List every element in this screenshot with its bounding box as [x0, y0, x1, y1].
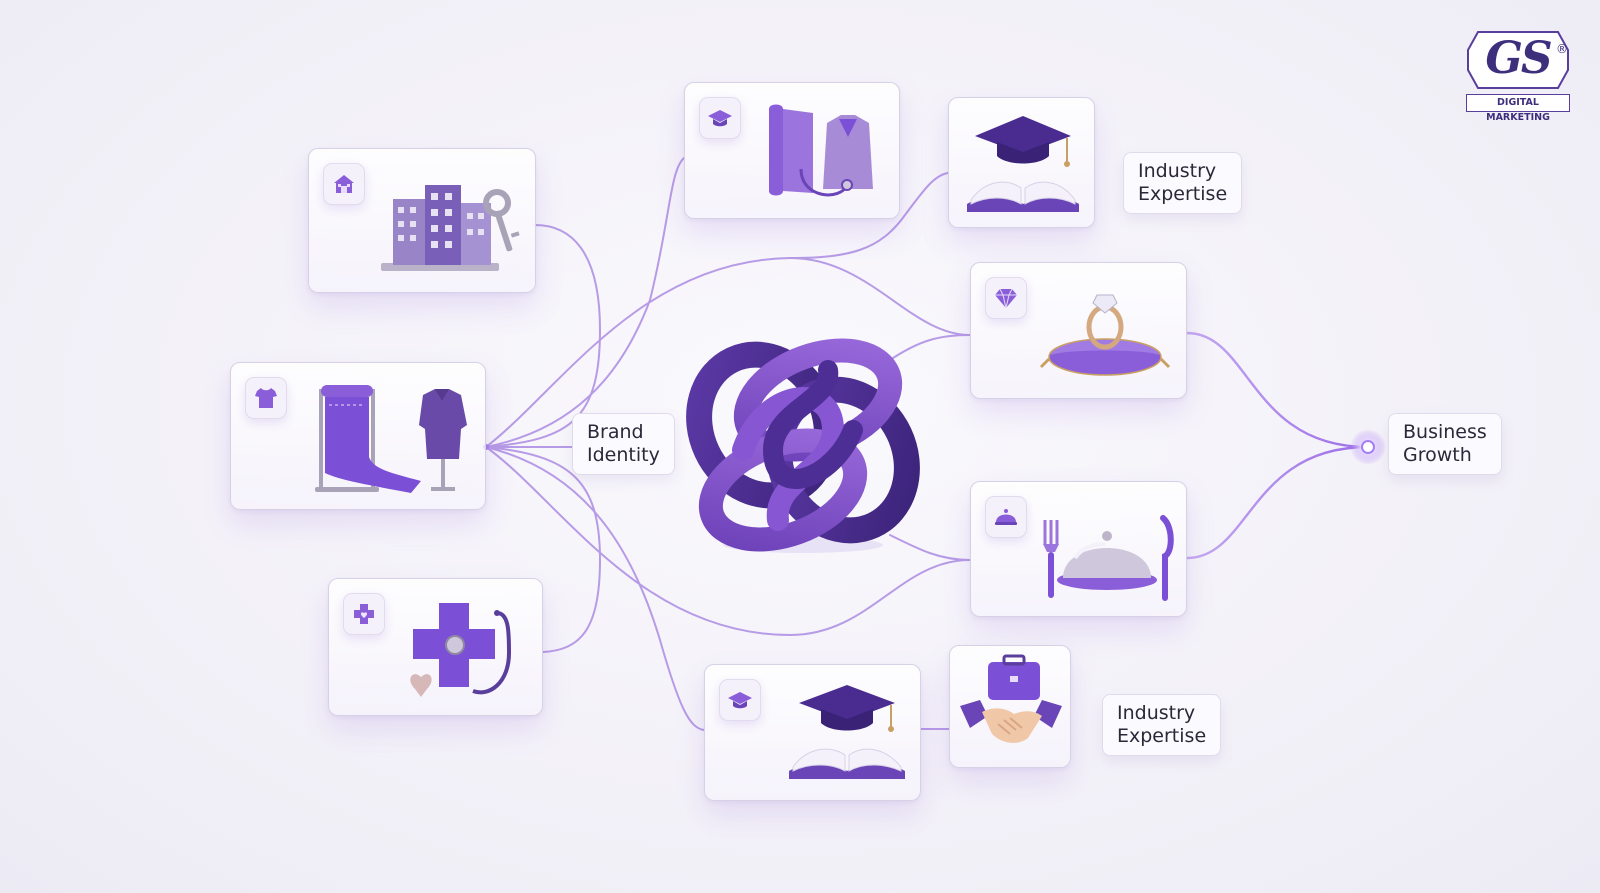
- card-healthcare: [328, 578, 543, 716]
- connector-top-card: [485, 157, 685, 448]
- cloche-icon: [995, 509, 1017, 525]
- card-education: [948, 97, 1095, 228]
- label-line-1: Business: [1403, 421, 1487, 443]
- label-industry-expertise-top: Industry Expertise: [1123, 152, 1243, 214]
- cloche-cutlery-icon: [1043, 515, 1174, 601]
- label-line-2: Growth: [1403, 444, 1472, 466]
- label-line-1: Industry: [1117, 702, 1196, 724]
- logo-tagline: DIGITAL MARKETING: [1466, 94, 1570, 123]
- card-real-estate: [308, 148, 536, 293]
- house-icon: [334, 175, 354, 193]
- label-line-1: Brand: [587, 421, 644, 443]
- connector-hospitality-growth: [1185, 445, 1370, 560]
- badge: [699, 97, 741, 139]
- logo-mark: GS: [1485, 33, 1552, 84]
- connector-arc-bottom: [485, 446, 971, 637]
- connector-bottom-card: [485, 446, 705, 731]
- label-line-2: Expertise: [1138, 183, 1228, 205]
- central-knot-illustration: [686, 338, 920, 553]
- logo-hexagon-icon: [1467, 31, 1569, 89]
- connector-jewelry-growth: [1185, 331, 1370, 449]
- label-business-growth: Business Growth: [1388, 413, 1502, 475]
- card-fashion: [230, 362, 486, 510]
- label-line-2: Identity: [587, 444, 660, 466]
- growth-node: [1361, 440, 1375, 454]
- logo-registered: ®: [1556, 42, 1568, 56]
- medical-cross-stethoscope-icon: [410, 603, 512, 697]
- connector-jewelry: [789, 257, 971, 336]
- card-education-bottom: [704, 664, 921, 801]
- badge: [985, 277, 1027, 319]
- book-graduation-cap-icon: [967, 116, 1079, 212]
- connector-center-hospitality: [889, 534, 971, 561]
- badge: [343, 593, 385, 635]
- fabric-scrubs-icon: [769, 104, 873, 197]
- graduation-cap-icon: [728, 692, 752, 709]
- medical-cross-heart-icon: [354, 604, 374, 624]
- connector-realestate: [485, 224, 602, 448]
- badge: [245, 377, 287, 419]
- label-line-1: Industry: [1138, 160, 1217, 182]
- card-jewelry: [970, 262, 1187, 399]
- card-education-apparel: [684, 82, 900, 219]
- book-graduation-cap-icon: [789, 685, 905, 779]
- buildings-key-icon: [381, 185, 520, 271]
- label-line-2: Expertise: [1117, 725, 1207, 747]
- card-business: [949, 645, 1071, 768]
- tshirt-icon: [255, 388, 277, 408]
- label-brand-identity: Brand Identity: [572, 413, 675, 475]
- badge: [323, 163, 365, 205]
- handshake-briefcase-icon: [960, 654, 1062, 743]
- fabric-shirt-icon: [315, 385, 467, 493]
- ring-cushion-icon: [1039, 294, 1171, 376]
- gs-logo[interactable]: GS ® DIGITAL MARKETING: [1466, 28, 1570, 123]
- badge: [719, 679, 761, 721]
- badge: [985, 496, 1027, 538]
- connector-center-jewelry: [889, 334, 971, 361]
- label-industry-expertise-bottom: Industry Expertise: [1102, 694, 1222, 756]
- card-hospitality: [970, 481, 1187, 617]
- diamond-icon: [995, 288, 1017, 309]
- graduation-cap-icon: [708, 110, 732, 127]
